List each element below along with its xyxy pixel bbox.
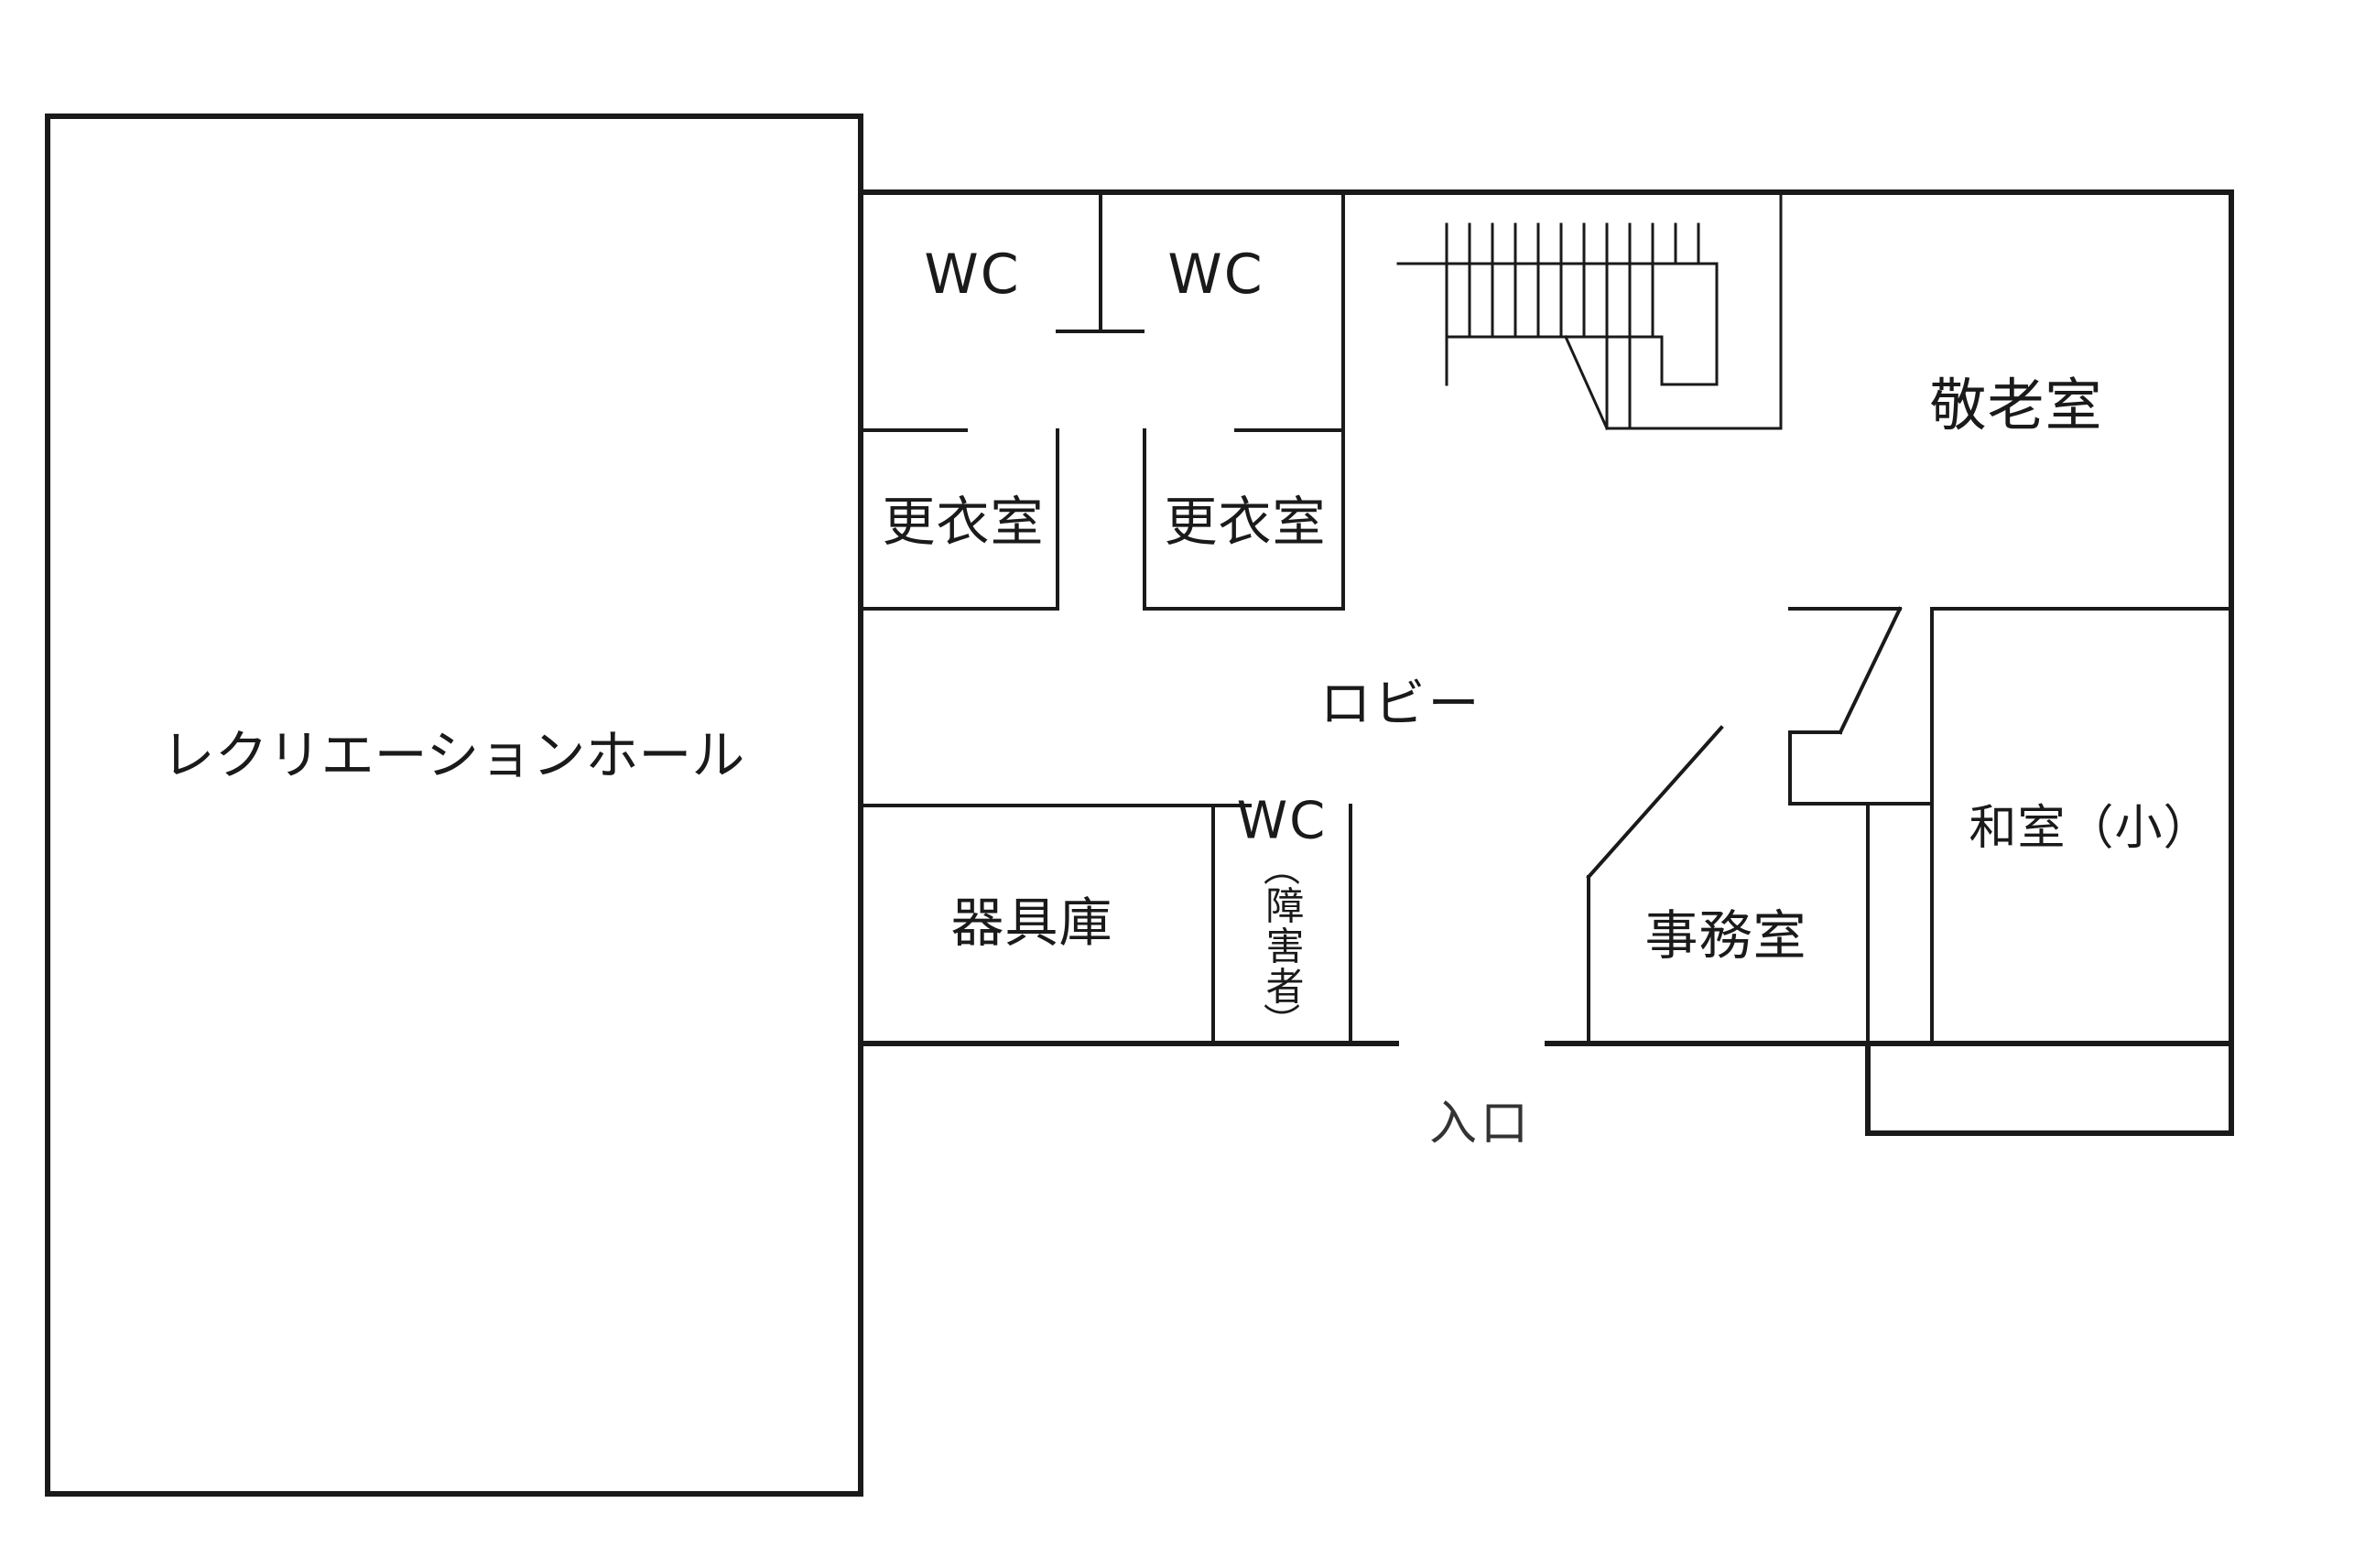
- accessible-wc-label: WC ︵ 障害者 ︶: [1236, 791, 1328, 1044]
- recreation-hall-wall: [45, 114, 863, 1497]
- entrance-label: 入口: [1428, 1097, 1533, 1152]
- elders-room-label: 敬老室: [1929, 372, 2103, 438]
- changing-room-1-label: 更衣室: [882, 491, 1045, 553]
- lobby-diagonal: [1838, 606, 1903, 735]
- accessible-wc-paren-close: ︶: [1263, 1001, 1300, 1044]
- wc-1-label: WC: [924, 243, 1021, 307]
- recreation-hall-label: レクリエーションホール: [161, 724, 745, 786]
- accessible-wc-title: WC: [1236, 791, 1328, 851]
- accessible-wc-paren-open: ︵: [1263, 848, 1300, 891]
- office-label: 事務室: [1644, 904, 1807, 967]
- changing-room-2-label: 更衣室: [1164, 491, 1327, 553]
- annex-wall: [1865, 1041, 2234, 1136]
- accessible-wc-note: 障害者: [1259, 885, 1305, 1007]
- wc-2-label: WC: [1167, 243, 1264, 307]
- lobby-label: ロビー: [1319, 675, 1482, 734]
- japanese-room-small-label: 和室（小）: [1969, 801, 2212, 856]
- office-corner: [1788, 730, 1934, 806]
- equipment-storage-label: 器具庫: [950, 892, 1113, 954]
- office-diagonal-wall: [1586, 725, 1724, 880]
- staircase: [1396, 190, 1783, 430]
